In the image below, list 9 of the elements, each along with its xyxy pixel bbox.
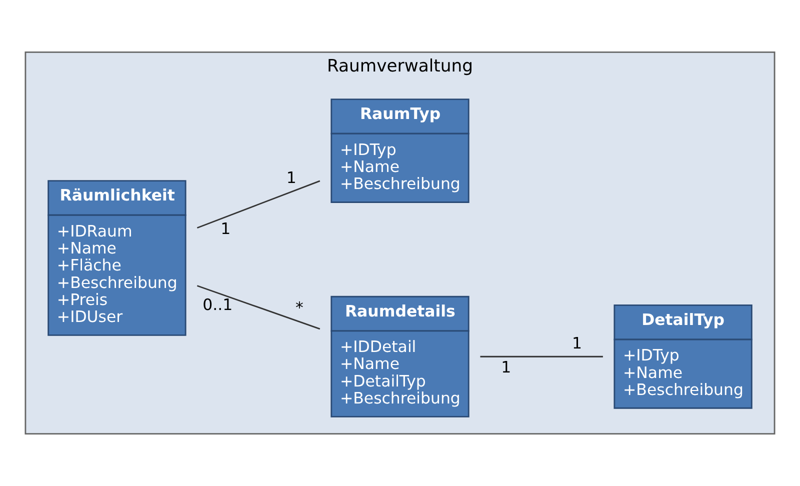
- connector: [196, 180, 320, 229]
- connector: [196, 285, 320, 330]
- label: 0..1: [202, 294, 233, 314]
- label: 1: [572, 334, 582, 353]
- connector: [480, 356, 603, 358]
- label: 1: [220, 218, 231, 238]
- label: *: [296, 298, 304, 317]
- label: 1: [286, 168, 296, 187]
- label: 1: [501, 358, 512, 377]
